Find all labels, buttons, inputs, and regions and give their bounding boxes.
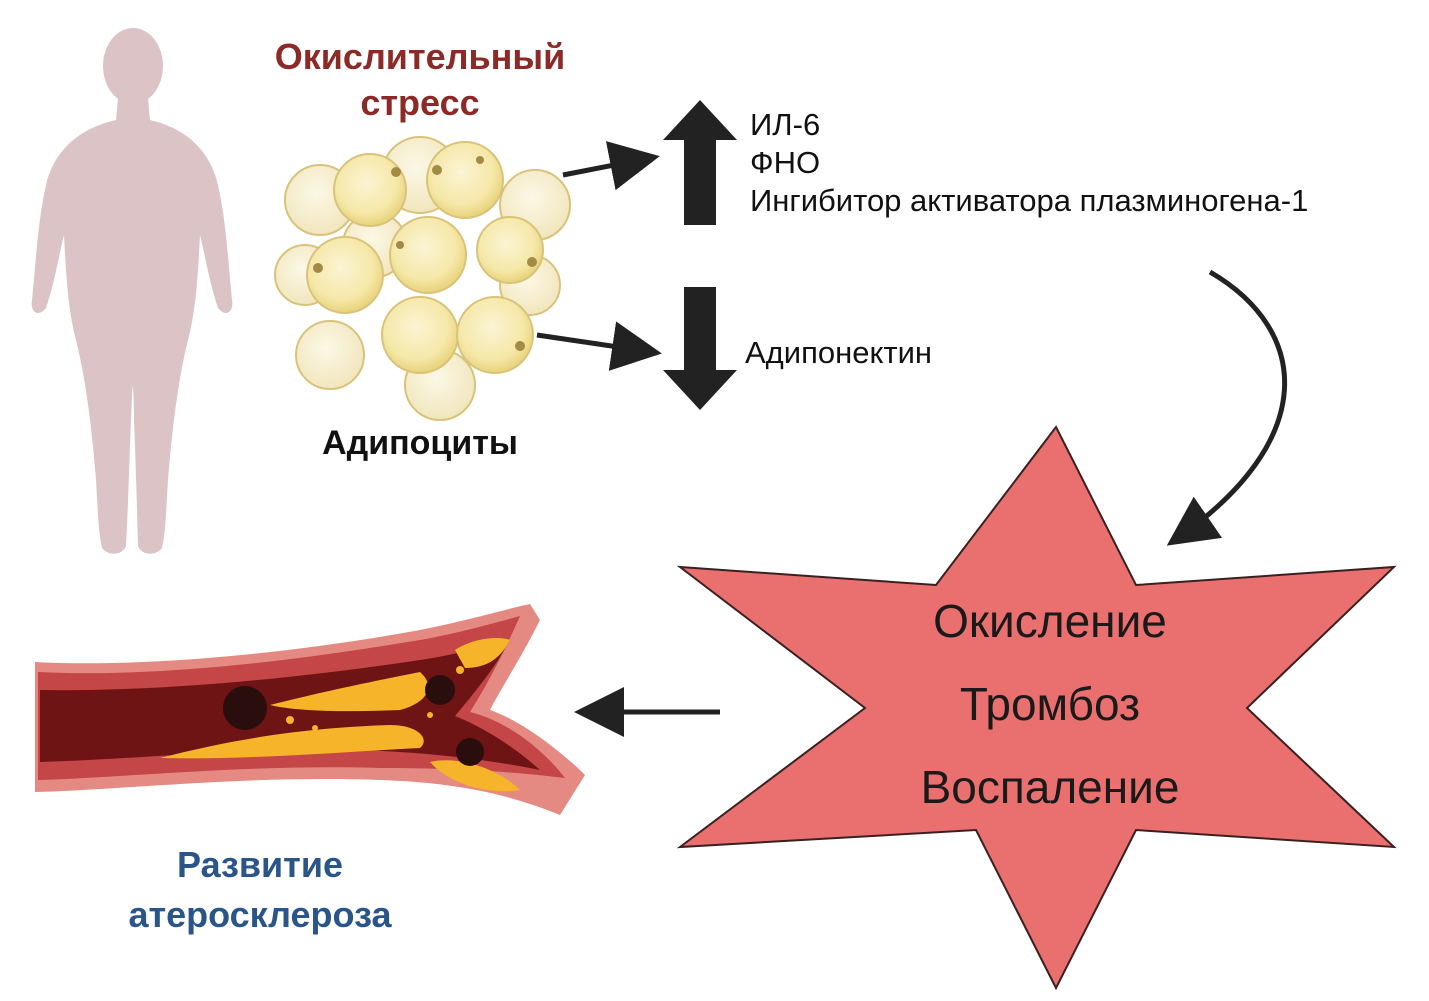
adipocyte-cluster-icon (274, 136, 571, 421)
effect-thrombosis: Тромбоз (959, 678, 1141, 730)
six-point-star-icon (676, 425, 1397, 991)
effect-oxidation: Окисление (933, 595, 1167, 647)
oxidative-stress-title: Окислительный стресс (260, 34, 580, 126)
human-silhouette-icon (31, 28, 233, 554)
marker-adiponectin: Адипонектин (745, 335, 933, 370)
arrow-to-increased (562, 141, 660, 191)
curved-arrow-to-star (1166, 269, 1288, 546)
arrow-to-decreased (536, 321, 662, 371)
marker-tnf: ФНО (750, 145, 821, 180)
marker-pai1: Ингибитор активатора плазминогена-1 (750, 183, 1309, 218)
oxidative-stress-line1: Окислительный (274, 36, 566, 77)
adipocytes-label: Адипоциты (322, 424, 518, 462)
effect-inflammation: Воспаление (920, 761, 1180, 813)
down-arrow-icon (663, 287, 737, 410)
marker-il6: ИЛ-6 (750, 107, 821, 142)
atherosclerosis-title: Развитие атеросклероза (60, 840, 460, 940)
outcome-line1: Развитие (177, 844, 343, 885)
up-arrow-icon (663, 100, 737, 225)
increased-markers-list: ИЛ-6 ФНО Ингибитор активатора плазминоге… (750, 106, 1420, 220)
effects-list: Окисление Тромбоз Воспаление (850, 580, 1250, 829)
artery-plaque-icon (35, 604, 585, 815)
oxidative-stress-line2: стресс (360, 82, 480, 123)
outcome-line2: атеросклероза (128, 894, 392, 935)
